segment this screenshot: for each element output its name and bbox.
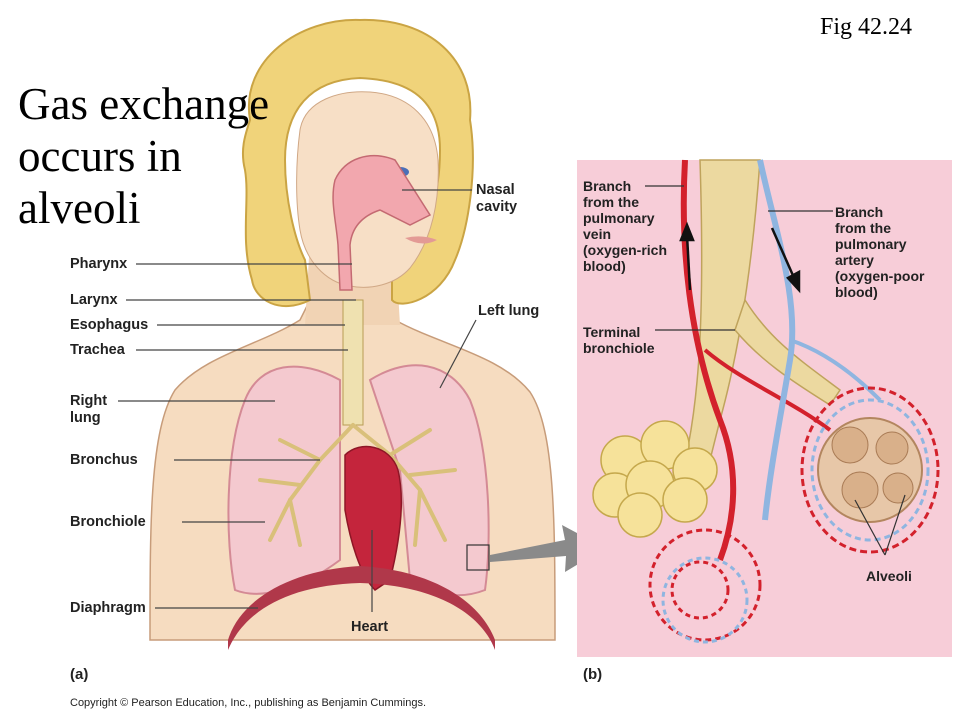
label-pulmonary-vein-line-1: Branch bbox=[583, 178, 632, 194]
label-left-lung: Left lung bbox=[478, 303, 540, 319]
leader-lines-b bbox=[645, 185, 906, 556]
label-pulmonary-artery-line-2: from the bbox=[835, 220, 891, 236]
label-bronchus: Bronchus bbox=[70, 452, 138, 468]
label-bronchiole: Bronchiole bbox=[70, 514, 146, 530]
title-line-2: occurs in bbox=[18, 131, 182, 181]
panel-b-background bbox=[577, 160, 952, 657]
label-pulmonary-vein-line-6: blood) bbox=[583, 258, 626, 274]
label-diaphragm: Diaphragm bbox=[70, 600, 146, 616]
label-pulmonary-artery-line-3: pulmonary bbox=[835, 236, 907, 252]
label-right-lung-line-1: Right bbox=[70, 393, 108, 409]
label-pulmonary-artery-line-6: blood) bbox=[835, 284, 878, 300]
zoom-box bbox=[466, 544, 490, 571]
main-title: Gas exchange occurs in alveoli bbox=[18, 78, 288, 234]
label-pulmonary-vein-line-2: from the bbox=[583, 194, 639, 210]
diaphragm-shape bbox=[228, 566, 495, 650]
nasal-airway bbox=[332, 155, 432, 291]
title-line-1: Gas exchange bbox=[18, 79, 270, 129]
pulmonary-artery-vessel bbox=[757, 159, 796, 521]
bronchial-tree bbox=[258, 423, 457, 547]
label-esophagus: Esophagus bbox=[70, 317, 149, 333]
hair bbox=[241, 18, 474, 308]
flow-arrows bbox=[679, 221, 801, 294]
lips bbox=[405, 236, 437, 244]
capillary-network-left bbox=[648, 528, 762, 644]
trachea-shape bbox=[342, 299, 364, 426]
panel-a-letter: (a) bbox=[70, 666, 89, 683]
label-pulmonary-artery: Branch from the pulmonary artery (oxygen… bbox=[835, 204, 924, 300]
label-trachea: Trachea bbox=[70, 342, 125, 358]
label-pulmonary-vein-line-5: (oxygen-rich bbox=[583, 242, 668, 258]
label-pulmonary-artery-line-4: artery bbox=[835, 252, 874, 268]
figure-number: Fig 42.24 bbox=[820, 14, 913, 40]
label-right-lung: Right lung bbox=[70, 393, 107, 427]
title-line-3: alveoli bbox=[18, 183, 141, 233]
label-nasal-cavity-line-1: Nasal bbox=[476, 182, 515, 198]
label-heart: Heart bbox=[351, 619, 389, 635]
label-nasal-cavity: Nasal cavity bbox=[476, 182, 517, 216]
label-terminal-bronchiole: Terminal bronchiole bbox=[583, 324, 655, 356]
capillary-network-right bbox=[800, 386, 940, 554]
human-figure bbox=[149, 18, 556, 650]
panel-b-letter: (b) bbox=[583, 666, 603, 683]
label-alveoli: Alveoli bbox=[866, 568, 912, 584]
label-right-lung-line-2: lung bbox=[70, 410, 101, 426]
label-pulmonary-vein-line-4: vein bbox=[583, 226, 612, 242]
label-pharynx: Pharynx bbox=[70, 256, 128, 272]
label-larynx: Larynx bbox=[70, 292, 118, 308]
label-terminal-bronchiole-line-1: Terminal bbox=[583, 324, 641, 340]
copyright-notice: Copyright © Pearson Education, Inc., pub… bbox=[70, 697, 427, 709]
alveolar-sac bbox=[592, 420, 718, 538]
heart-shape bbox=[344, 445, 402, 591]
label-pulmonary-vein: Branch from the pulmonary vein (oxygen-r… bbox=[583, 178, 667, 274]
leader-lines-a bbox=[118, 189, 477, 612]
label-pulmonary-artery-line-1: Branch bbox=[835, 204, 884, 220]
label-pulmonary-vein-line-3: pulmonary bbox=[583, 210, 655, 226]
label-pulmonary-artery-line-5: (oxygen-poor bbox=[835, 268, 925, 284]
label-nasal-cavity-line-2: cavity bbox=[476, 199, 518, 215]
zoom-arrow bbox=[490, 525, 605, 572]
label-terminal-bronchiole-line-2: bronchiole bbox=[583, 340, 655, 356]
